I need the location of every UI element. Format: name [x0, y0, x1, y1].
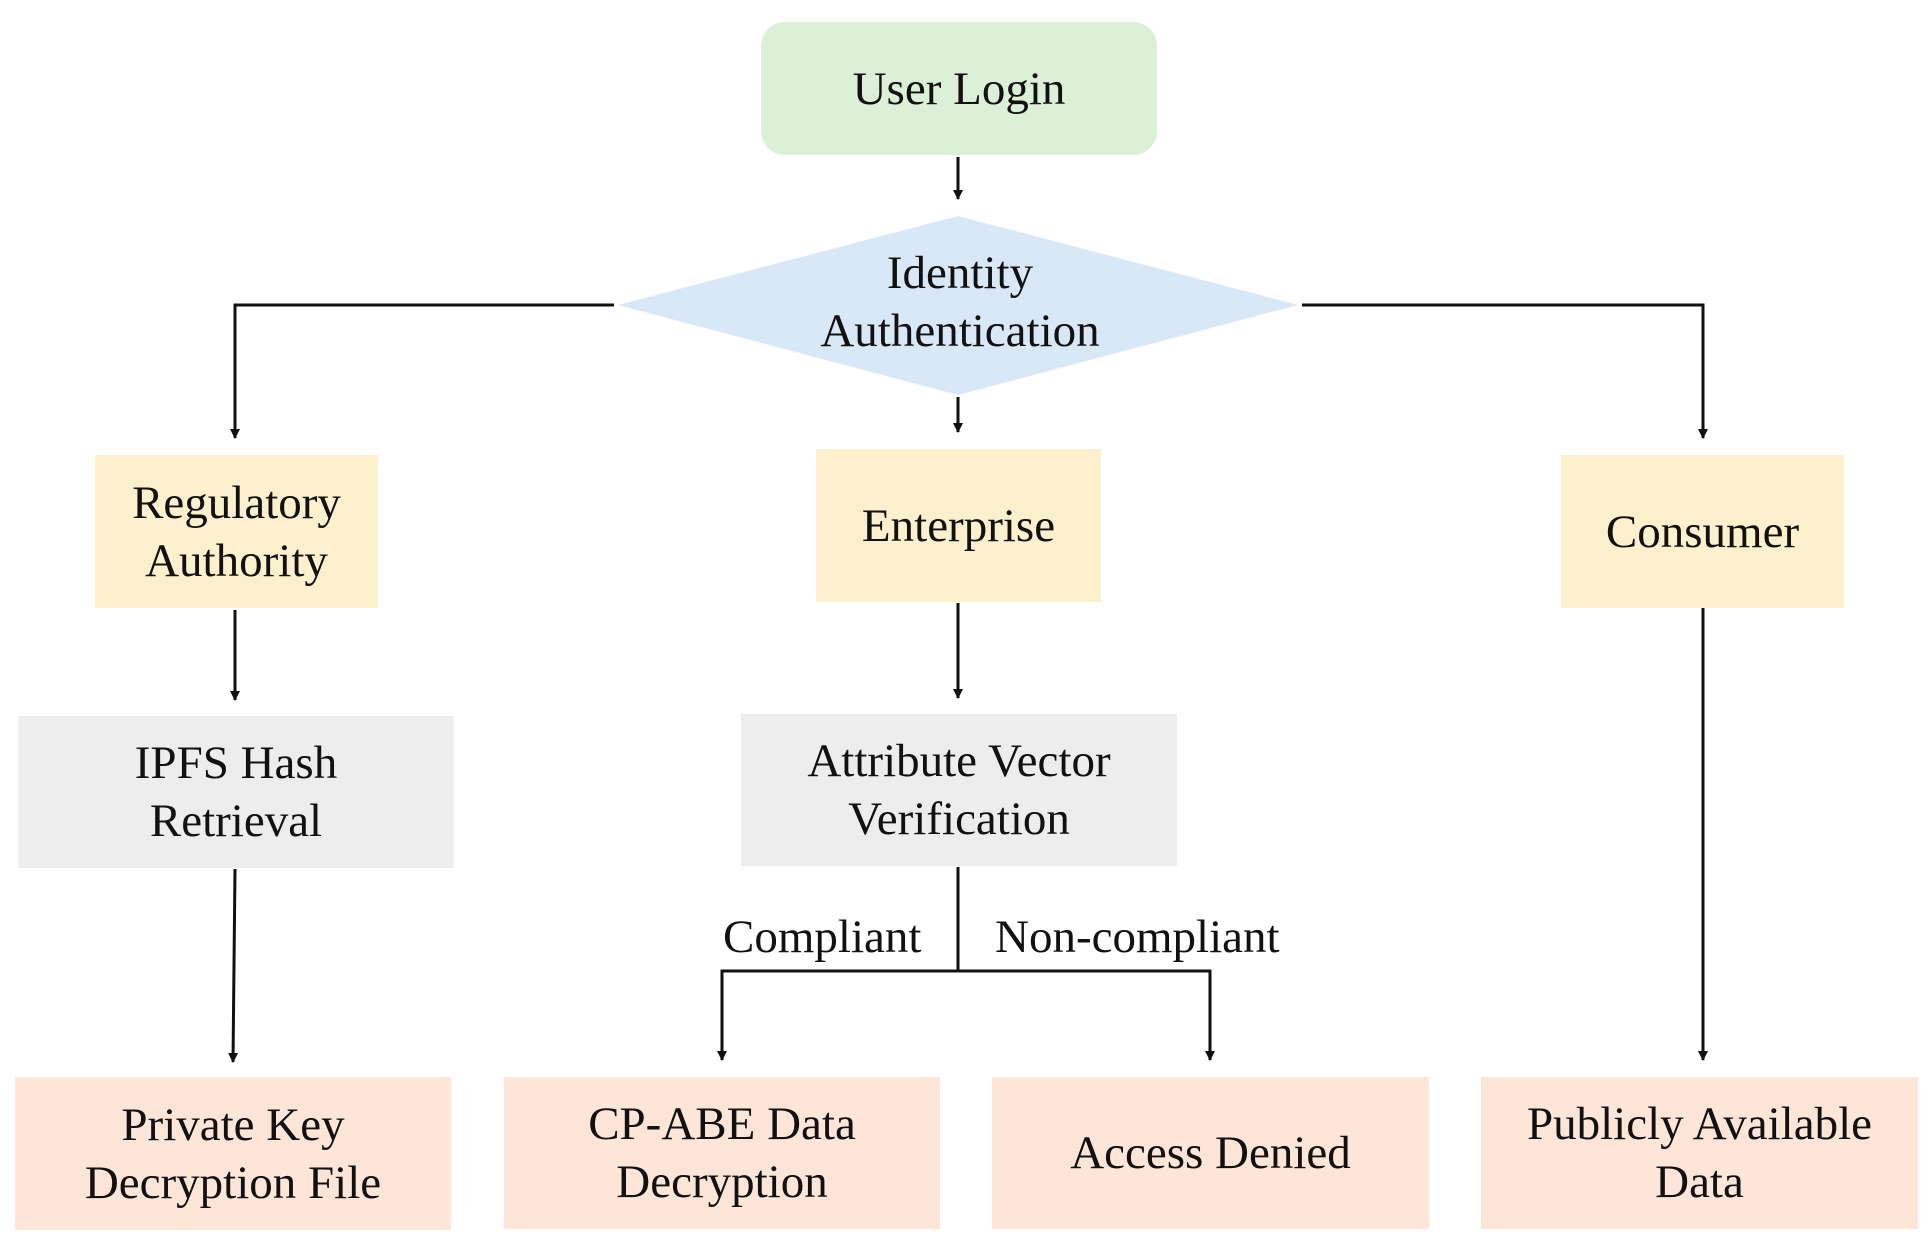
ipfs-hash-retrieval-line-1: IPFS Hash	[134, 737, 338, 789]
identity-authentication-line-2: Authentication	[820, 305, 1100, 357]
publicly-available-data-line-1: Publicly Available	[1526, 1098, 1873, 1150]
attribute-vector-verification-line-2: Verification	[848, 793, 1070, 845]
user-login-label: User Login	[852, 62, 1066, 115]
cp-abe-data-decryption-line-1: CP-ABE Data	[588, 1098, 856, 1150]
private-key-decryption-file-line-2: Decryption File	[84, 1156, 382, 1209]
compliant-label: Compliant	[723, 911, 922, 963]
consumer-label: Consumer	[1605, 505, 1800, 558]
identity-authentication-label: Identity Authentication	[760, 244, 1160, 360]
access-denied-node: Access Denied	[992, 1077, 1429, 1229]
regulatory-authority-node: Regulatory Authority	[95, 455, 378, 608]
private-key-decryption-file-node: Private Key Decryption File	[15, 1077, 451, 1230]
cp-abe-data-decryption-line-2: Decryption	[616, 1156, 828, 1208]
private-key-decryption-file-line-1: Private Key	[121, 1098, 345, 1151]
attribute-vector-verification-line-1: Attribute Vector	[807, 735, 1111, 787]
attribute-vector-verification-node: Attribute Vector Verification	[741, 714, 1177, 866]
publicly-available-data-node: Publicly Available Data	[1481, 1077, 1918, 1229]
user-login-node: User Login	[761, 22, 1157, 155]
identity-authentication-diamond	[618, 216, 1298, 395]
cp-abe-data-decryption-node: CP-ABE Data Decryption	[504, 1077, 940, 1229]
access-denied-label: Access Denied	[1070, 1127, 1351, 1179]
non-compliant-label: Non-compliant	[995, 911, 1280, 963]
arrow-authentication-to-regulatory-authority	[230, 303, 614, 439]
arrow-non-compliant-to-access-denied	[958, 969, 1215, 1061]
arrow-compliant-to-cp-abe-data-decryption	[717, 969, 958, 1061]
enterprise-label: Enterprise	[861, 499, 1056, 552]
identity-authentication-line-1: Identity	[886, 247, 1034, 299]
consumer-node: Consumer	[1561, 455, 1844, 608]
enterprise-node: Enterprise	[816, 449, 1101, 602]
arrow-authentication-to-consumer	[1302, 303, 1708, 439]
regulatory-authority-line-2: Authority	[145, 534, 328, 587]
arrow-ipfs-hash-retrieval-to-private-key-decryption-file	[228, 868, 239, 1063]
ipfs-hash-retrieval-node: IPFS Hash Retrieval	[18, 716, 454, 868]
regulatory-authority-line-1: Regulatory	[132, 476, 341, 529]
ipfs-hash-retrieval-line-2: Retrieval	[149, 795, 323, 847]
publicly-available-data-line-2: Data	[1655, 1156, 1744, 1208]
